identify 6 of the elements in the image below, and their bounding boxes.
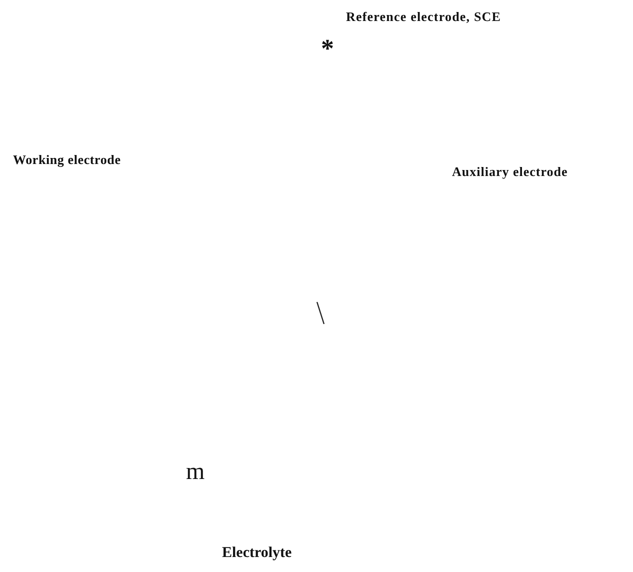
electrode-label: Working electrode xyxy=(13,153,121,166)
electrode-label: Reference electrode, SCE xyxy=(346,10,502,23)
electrolyte-label: Electrolyte xyxy=(222,546,292,561)
electrode-label: Auxiliary electrode xyxy=(452,165,568,178)
letter-label: m xyxy=(186,460,205,484)
asterisk-mark: * xyxy=(321,36,334,62)
